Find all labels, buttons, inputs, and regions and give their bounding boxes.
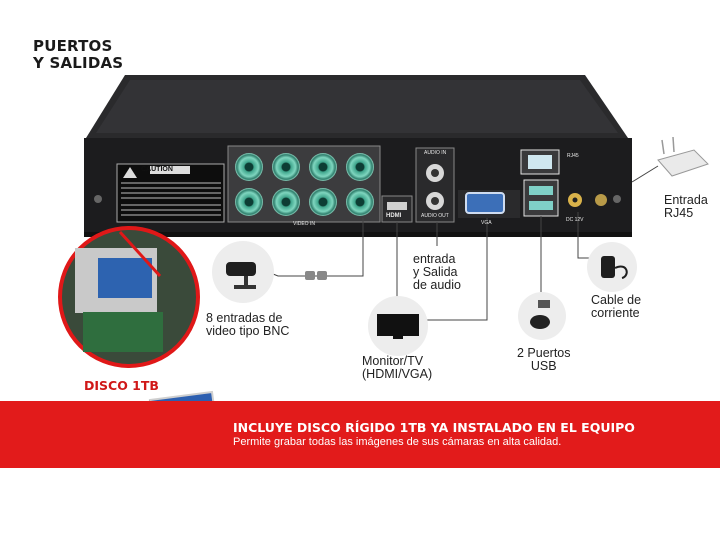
bnc-connectors — [232, 151, 376, 217]
callout-audio: entrada y Salida de audio — [413, 252, 461, 292]
callout-monitor: Monitor/TV (HDMI/VGA) — [362, 354, 433, 381]
bnc-connector — [234, 152, 263, 181]
disco-label: DISCO 1TB — [84, 378, 159, 393]
audio-in-label: AUDIO IN — [424, 150, 447, 156]
ground-screw-icon — [595, 194, 607, 206]
monitor-icon — [368, 296, 428, 356]
power-adapter-icon — [587, 242, 637, 292]
banner-subtitle: Permite grabar todas las imágenes de sus… — [233, 436, 562, 448]
bnc-connector — [345, 152, 374, 181]
video-in-label: VIDEO IN — [293, 221, 315, 227]
caution-title: CAUTION — [141, 166, 173, 173]
heading-line-1: PUERTOS — [33, 37, 113, 55]
rj45-label: RJ45 — [567, 153, 579, 159]
callout-rj45: Entrada RJ45 — [664, 193, 708, 220]
callout-power: Cable de corriente — [591, 293, 642, 320]
vga-label: VGA — [481, 220, 492, 226]
hdmi-label: HDMI — [386, 213, 402, 219]
audio-plate — [415, 147, 455, 223]
banner-title: INCLUYE DISCO RÍGIDO 1TB YA INSTALADO EN… — [233, 420, 635, 435]
callout-usb: 2 Puertos USB — [517, 346, 571, 373]
heading-line-2: Y SALIDAS — [33, 54, 124, 72]
bnc-connector — [308, 187, 337, 216]
bnc-connector — [345, 187, 374, 216]
usb-mouse-icon — [518, 292, 566, 340]
bnc-connector — [271, 152, 300, 181]
promo-banner — [0, 401, 720, 468]
screw-icon — [94, 195, 102, 203]
power-callout-line — [577, 212, 592, 259]
router-icon — [657, 136, 709, 177]
bnc-connector — [308, 152, 337, 181]
camera-icon — [212, 241, 274, 303]
callout-bnc: 8 entradas de video tipo BNC — [206, 311, 290, 338]
bnc-connector — [234, 187, 263, 216]
dc-label: DC 12V — [566, 217, 584, 223]
usb-ports — [523, 179, 559, 217]
screw-icon — [613, 195, 621, 203]
bnc-connector — [271, 187, 300, 216]
rj45-port — [520, 149, 560, 175]
bnc-callout-line — [310, 218, 364, 277]
audio-out-label: AUDIO OUT — [421, 213, 449, 219]
rj45-callout-line — [631, 165, 659, 183]
page-heading: PUERTOS Y SALIDAS — [33, 38, 123, 72]
